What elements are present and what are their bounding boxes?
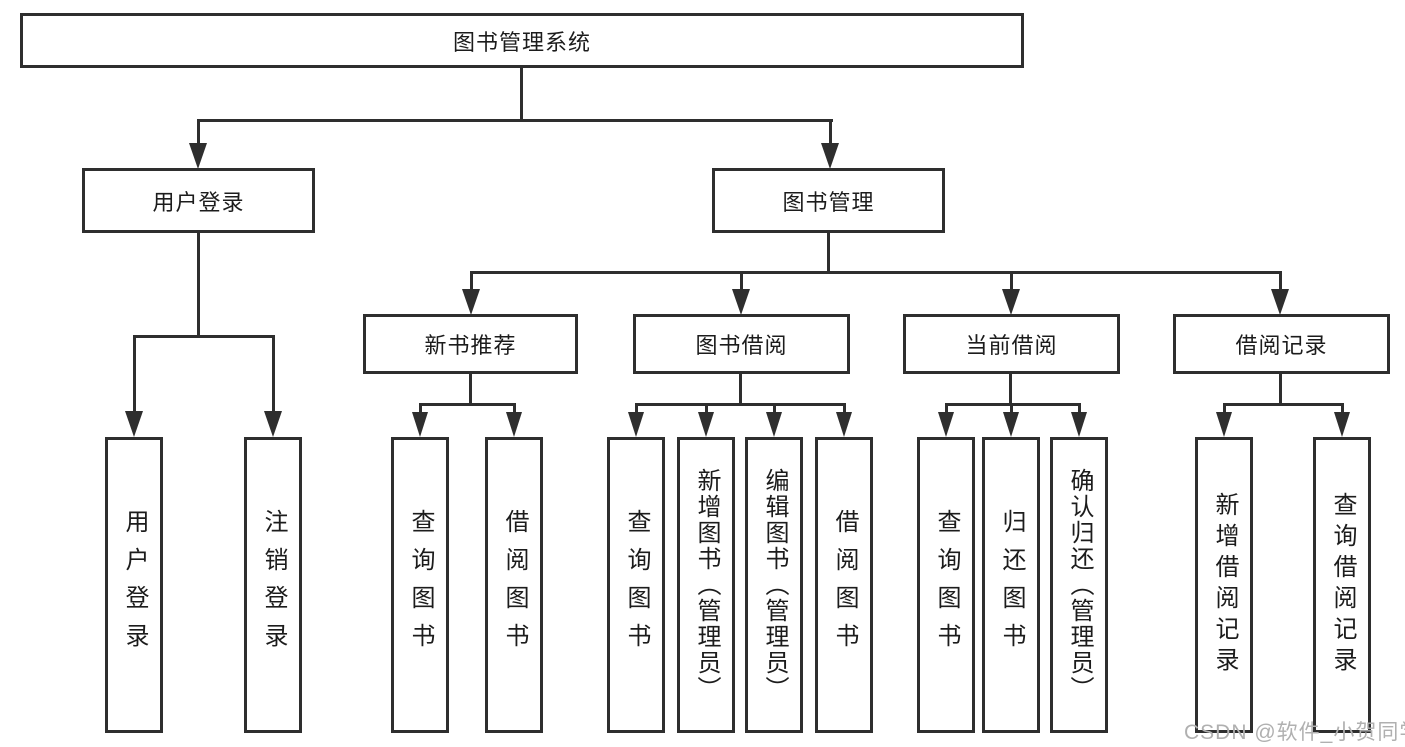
arrow-down-icon [1334, 412, 1350, 437]
leaf-logout: 注销登录 [244, 437, 302, 733]
connector-l3-branch [1223, 403, 1344, 406]
node-label: 用户登录 [121, 509, 148, 661]
arrow-down-icon [1216, 412, 1232, 437]
node-borrowing-records: 借阅记录 [1173, 314, 1390, 374]
arrow-down-icon [766, 412, 782, 437]
leaf-add-books-admin: 新增图书（管理员） [677, 437, 735, 733]
connector-leaf-stem [945, 403, 948, 415]
leaf-borrow-books-2: 借阅图书 [815, 437, 873, 733]
connector-user-login-stem [197, 119, 200, 145]
connector-l3-branch [945, 403, 1081, 406]
connector-l3-down [739, 374, 742, 406]
node-label: 注销登录 [260, 509, 287, 661]
connector-l3-down [469, 374, 472, 406]
node-label: 查询图书 [933, 509, 960, 661]
connector-l3-down [1279, 374, 1282, 406]
arrow-down-icon [1003, 412, 1019, 437]
connector-user-login-branch [133, 335, 275, 338]
csdn-watermark: CSDN @软件_小贺同学 [1184, 721, 1405, 744]
node-label: 查询借阅记录 [1329, 492, 1356, 678]
arrow-down-icon [462, 289, 480, 315]
node-label: 借阅记录 [1235, 333, 1328, 358]
node-label: 借阅图书 [501, 509, 528, 661]
connector-leaf-stem [133, 335, 136, 413]
node-label: 图书借阅 [695, 333, 788, 358]
node-label: 图书管理系统 [452, 29, 591, 55]
node-label: 编辑图书（管理员） [761, 468, 788, 702]
connector-leaf-stem [513, 403, 516, 415]
connector-l3-down [1009, 374, 1012, 406]
node-book-borrowing: 图书借阅 [633, 314, 850, 374]
node-new-book-recommend: 新书推荐 [363, 314, 578, 374]
connector-l3-stem [1010, 271, 1013, 291]
arrow-down-icon [938, 412, 954, 437]
arrow-down-icon [698, 412, 714, 437]
connector-l3-branch [635, 403, 846, 406]
arrow-down-icon [125, 411, 143, 437]
node-label: 图书管理 [782, 189, 875, 215]
connector-leaf-stem [773, 403, 776, 415]
node-label: 确认归还（管理员） [1066, 468, 1093, 702]
arrow-down-icon [412, 412, 428, 437]
node-label: 借阅图书 [831, 509, 858, 661]
node-book-management: 图书管理 [712, 168, 945, 233]
arrow-down-icon [189, 143, 207, 169]
node-label: 新增图书（管理员） [693, 468, 720, 702]
arrow-down-icon [506, 412, 522, 437]
connector-leaf-stem [635, 403, 638, 415]
connector-leaf-stem [272, 335, 275, 413]
arrow-down-icon [1271, 289, 1289, 315]
connector-leaf-stem [1010, 403, 1013, 415]
connector-book-mgmt-stem [829, 119, 832, 145]
node-label: 新增借阅记录 [1211, 492, 1238, 678]
leaf-user-login: 用户登录 [105, 437, 163, 733]
connector-leaf-stem [705, 403, 708, 415]
connector-l3-stem [740, 271, 743, 291]
leaf-query-books-2: 查询图书 [607, 437, 665, 733]
arrow-down-icon [628, 412, 644, 437]
arrow-down-icon [732, 289, 750, 315]
node-label: 用户登录 [152, 189, 245, 215]
leaf-confirm-return-admin: 确认归还（管理员） [1050, 437, 1108, 733]
node-label: 归还图书 [998, 509, 1025, 661]
node-label: 当前借阅 [965, 333, 1058, 358]
node-user-login: 用户登录 [82, 168, 315, 233]
connector-root-stem [520, 66, 523, 121]
connector-leaf-stem [419, 403, 422, 415]
connector-l3-branch [419, 403, 516, 406]
connector-root-branch [197, 119, 833, 122]
arrow-down-icon [1002, 289, 1020, 315]
connector-leaf-stem [1341, 403, 1344, 415]
leaf-query-books-3: 查询图书 [917, 437, 975, 733]
connector-leaf-stem [843, 403, 846, 415]
leaf-query-books-1: 查询图书 [391, 437, 449, 733]
node-label: 查询图书 [623, 509, 650, 661]
connector-leaf-stem [1078, 403, 1081, 415]
leaf-add-borrow-record: 新增借阅记录 [1195, 437, 1253, 733]
arrow-down-icon [836, 412, 852, 437]
leaf-borrow-books-1: 借阅图书 [485, 437, 543, 733]
leaf-edit-books-admin: 编辑图书（管理员） [745, 437, 803, 733]
node-library-management-system: 图书管理系统 [20, 13, 1024, 68]
connector-leaf-stem [1223, 403, 1226, 415]
leaf-return-books: 归还图书 [982, 437, 1040, 733]
connector-l3-stem [1279, 271, 1282, 291]
node-current-borrowing: 当前借阅 [903, 314, 1120, 374]
connector-book-mgmt-branch [470, 271, 1282, 274]
connector-book-mgmt-down [827, 233, 830, 273]
arrow-down-icon [821, 143, 839, 169]
node-label: 查询图书 [407, 509, 434, 661]
node-label: 新书推荐 [424, 333, 517, 358]
leaf-query-borrow-record: 查询借阅记录 [1313, 437, 1371, 733]
connector-l3-stem [470, 271, 473, 291]
arrow-down-icon [264, 411, 282, 437]
arrow-down-icon [1071, 412, 1087, 437]
connector-user-login-down [197, 233, 200, 337]
